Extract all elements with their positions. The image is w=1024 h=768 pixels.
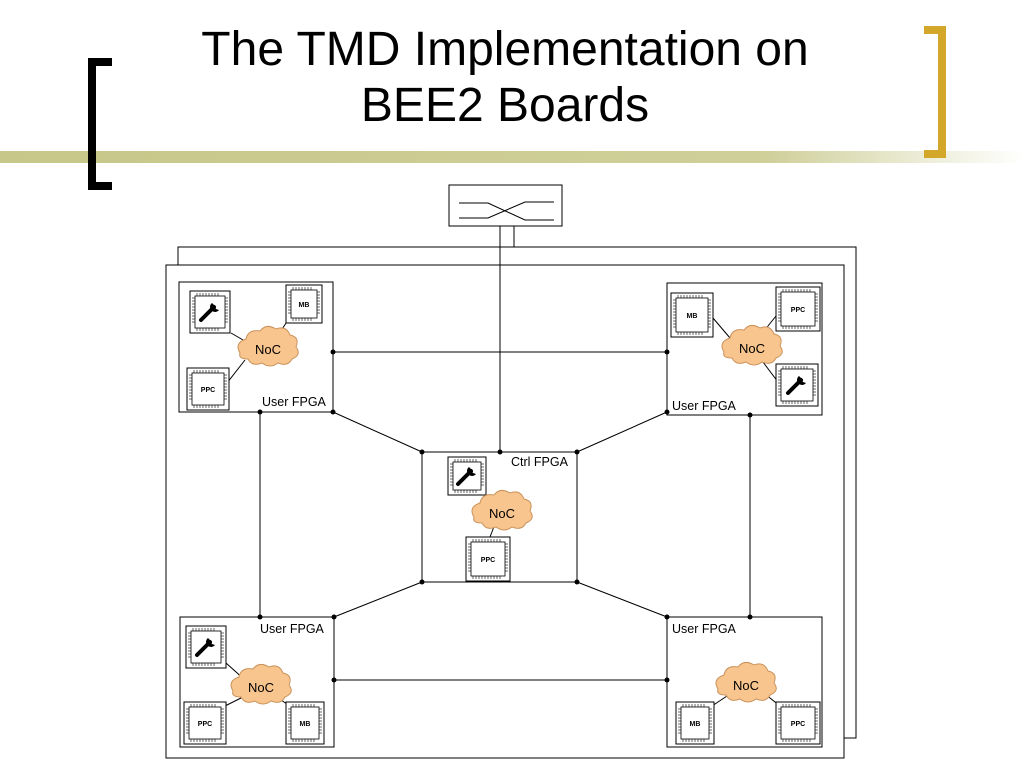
switch-icon	[448, 184, 563, 227]
ppc-chip-icon: PPC	[183, 701, 227, 745]
mb-chip-icon: MB	[285, 701, 325, 745]
connection-line	[576, 411, 668, 453]
noc-cloud-icon: NoC	[230, 663, 292, 705]
fpga-label: User FPGA	[672, 622, 737, 636]
noc-cloud-icon: NoC	[237, 325, 299, 367]
ppc-chip-icon: PPC	[775, 286, 821, 332]
fpga-label: Ctrl FPGA	[511, 455, 569, 469]
left-bracket-icon	[88, 58, 112, 190]
noc-label: NoC	[739, 341, 765, 356]
junction-dot	[574, 449, 580, 455]
ppc-label: PPC	[791, 307, 805, 314]
noc-cloud-icon: NoC	[471, 489, 533, 531]
fpga-label: User FPGA	[672, 399, 737, 413]
junction-dot	[419, 579, 425, 585]
junction-dot	[747, 412, 753, 418]
right-bracket-icon	[924, 26, 946, 158]
slide-title-line2: BEE2 Boards	[360, 79, 650, 132]
ppc-label: PPC	[198, 721, 212, 728]
connection-line	[333, 581, 423, 618]
wrench-chip-icon	[775, 363, 819, 407]
junction-dot	[257, 614, 263, 620]
junction-dot	[331, 614, 337, 620]
mb-label: MB	[300, 721, 311, 728]
fpga-label: User FPGA	[262, 395, 327, 409]
noc-label: NoC	[489, 506, 515, 521]
accent-bar	[0, 151, 1024, 163]
wrench-chip-icon	[189, 290, 231, 334]
noc-label: NoC	[733, 678, 759, 693]
junction-dot	[419, 449, 425, 455]
junction-dot	[664, 349, 670, 355]
mb-chip-icon: MB	[670, 292, 714, 338]
mb-chip-icon: MB	[285, 284, 323, 324]
ppc-label: PPC	[791, 721, 805, 728]
junction-dot	[574, 579, 580, 585]
mb-label: MB	[299, 302, 310, 309]
junction-dot	[664, 677, 670, 683]
junction-dot	[664, 614, 670, 620]
connection-line	[332, 411, 423, 453]
junction-dot	[497, 449, 503, 455]
chip-link	[226, 359, 246, 384]
ppc-chip-icon: PPC	[775, 701, 821, 745]
fpga-label: User FPGA	[260, 622, 325, 636]
slide-title-line1: The TMD Implementation on	[201, 23, 809, 76]
ppc-chip-icon: PPC	[465, 536, 511, 582]
junction-dot	[331, 677, 337, 683]
noc-label: NoC	[248, 680, 274, 695]
mb-label: MB	[690, 721, 701, 728]
wrench-chip-icon	[185, 625, 227, 669]
wrench-chip-icon	[447, 456, 487, 496]
slide-title: The TMD Implementation on BEE2 Boards	[100, 22, 910, 134]
junction-dot	[330, 409, 336, 415]
noc-cloud-icon: NoC	[721, 324, 783, 366]
chip-link	[712, 317, 731, 339]
switch-path	[459, 202, 554, 221]
junction-dot	[747, 614, 753, 620]
connection-line	[576, 581, 668, 618]
noc-label: NoC	[255, 342, 281, 357]
junction-dot	[330, 349, 336, 355]
ppc-label: PPC	[481, 557, 495, 564]
mb-chip-icon: MB	[675, 701, 715, 745]
noc-cloud-icon: NoC	[715, 661, 777, 703]
junction-dot	[257, 409, 263, 415]
switch-path	[459, 201, 554, 219]
mb-label: MB	[687, 313, 698, 320]
ppc-label: PPC	[201, 387, 215, 394]
junction-dot	[664, 409, 670, 415]
ppc-chip-icon: PPC	[186, 367, 230, 411]
